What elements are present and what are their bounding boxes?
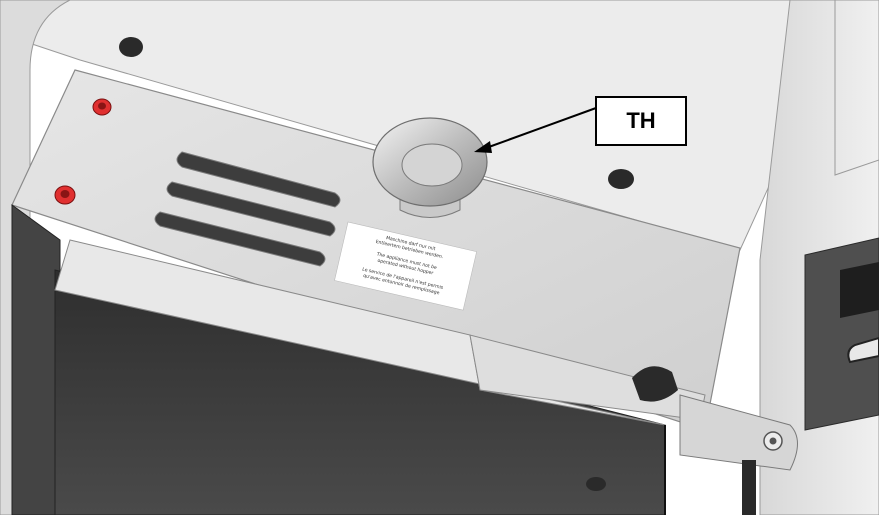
right-column-edge	[834, 0, 879, 176]
callout-label-box: TH	[595, 96, 687, 146]
callout-arrow	[474, 107, 597, 153]
display-window	[840, 262, 879, 318]
lifting-eye-bolt-icon	[372, 117, 488, 218]
bolt-heads	[119, 37, 678, 491]
hinge-bracket	[679, 394, 798, 515]
display-button	[847, 336, 879, 364]
screw-icon	[54, 98, 112, 205]
left-side-face	[11, 204, 61, 515]
ventilation-slots	[154, 151, 341, 267]
warning-label: Maschine darf nur mit Entleertem betrieb…	[334, 221, 477, 311]
front-panel-top	[54, 239, 666, 426]
callout-label: TH	[626, 108, 656, 133]
